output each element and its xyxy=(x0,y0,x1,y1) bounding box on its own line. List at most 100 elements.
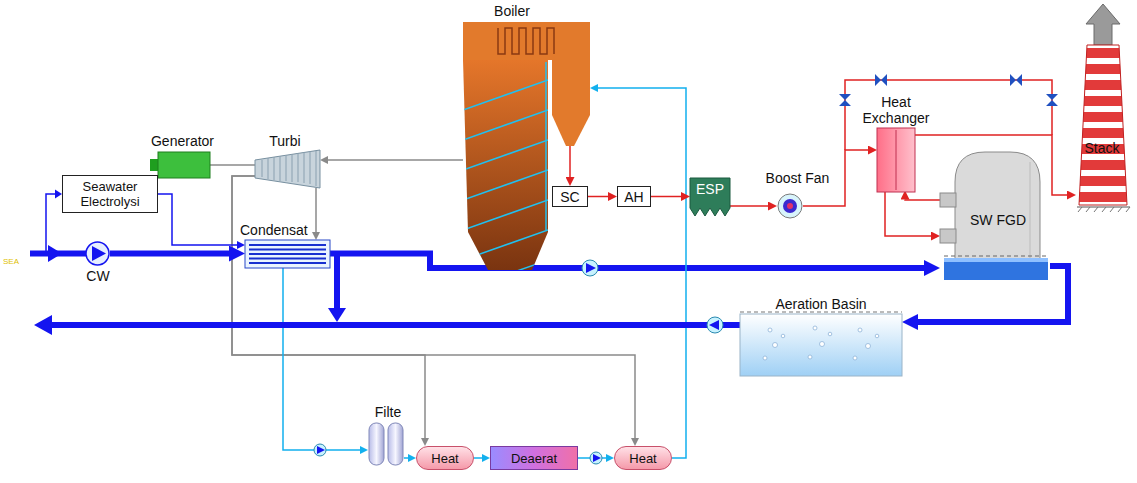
drawing-part xyxy=(1030,162,1031,258)
drawing-part xyxy=(593,454,601,462)
flue-bypass xyxy=(839,74,1058,150)
drawing-part xyxy=(690,178,730,216)
drawing-part xyxy=(255,150,320,188)
flow-line xyxy=(474,457,482,459)
drawing-part xyxy=(328,308,346,322)
flow-line xyxy=(569,146,571,177)
flow-line xyxy=(651,196,681,198)
turbine: Turbi xyxy=(250,133,326,189)
drawing-part xyxy=(262,151,316,186)
drawing-part xyxy=(463,80,548,290)
drawing-part xyxy=(150,159,158,171)
drawing-part xyxy=(773,343,778,348)
node-label: Boost Fan xyxy=(755,170,840,186)
drawing-part xyxy=(820,342,825,347)
drawing-part xyxy=(875,74,887,86)
node-label: Condensat xyxy=(240,222,320,238)
node-label: Aeration Basin xyxy=(740,296,902,312)
drawing-part xyxy=(552,60,590,146)
node-label: AH xyxy=(624,189,643,205)
drawing-part xyxy=(48,245,62,262)
drawing-part xyxy=(463,260,548,290)
pump-outline xyxy=(85,241,110,266)
node-label: CW xyxy=(78,268,118,284)
drawing-part xyxy=(763,326,879,360)
flow-line xyxy=(210,164,255,166)
aeration-basin: Aeration Basin xyxy=(738,294,904,378)
drawing-part xyxy=(787,203,793,209)
drawing-part xyxy=(845,80,1052,150)
absorber: SW FGD xyxy=(940,150,1050,282)
flow-line xyxy=(885,192,931,236)
drawing-part xyxy=(839,94,851,106)
drawing-part xyxy=(1078,207,1130,212)
node-label: SW FGD xyxy=(958,212,1038,228)
heater: Heat xyxy=(416,446,474,470)
drawing-part xyxy=(781,334,785,338)
drawing-part xyxy=(763,356,767,360)
electrolysis-box: Seawater Electrolysi xyxy=(62,175,158,213)
flow-line xyxy=(232,176,425,438)
pump-symbols xyxy=(314,260,723,464)
flow-line xyxy=(598,88,686,458)
drawing-part xyxy=(314,444,326,456)
heater: Heat xyxy=(614,446,672,470)
flow-line xyxy=(588,196,608,198)
flow-line xyxy=(315,188,317,232)
node-label: Boiler xyxy=(472,3,552,19)
flow-line xyxy=(110,251,229,257)
drawing-part xyxy=(940,229,956,243)
node-label: Heat xyxy=(629,451,656,466)
precipitator: ESP xyxy=(690,178,730,218)
condenser: Condensat xyxy=(238,221,334,269)
drawing-part xyxy=(1046,94,1058,106)
node-label: Stack xyxy=(1080,140,1124,156)
node-label: ESP xyxy=(690,181,730,197)
heat-exchanger-outline xyxy=(877,128,915,192)
drawing-part xyxy=(813,326,817,330)
node-label: Seawater Electrolysi xyxy=(67,179,153,209)
drawing-part xyxy=(92,246,106,261)
drawing-part xyxy=(249,245,326,263)
drawing-part xyxy=(369,423,384,465)
drawing-part xyxy=(896,130,897,190)
drawing-part xyxy=(940,193,956,207)
drawing-part xyxy=(388,423,403,465)
flow-line xyxy=(905,199,940,201)
condenser-outline xyxy=(245,240,330,268)
flow-line xyxy=(232,176,635,438)
drawing-part xyxy=(545,62,547,230)
stack-outline xyxy=(1076,2,1132,214)
heat-exchanger: Heat Exchanger xyxy=(852,92,938,194)
drawing-part xyxy=(245,240,330,268)
flow-line xyxy=(404,457,408,459)
drawing-part xyxy=(808,355,812,359)
fan: Boost Fan xyxy=(755,168,840,220)
generator-outline xyxy=(150,152,210,178)
drawing-part xyxy=(86,242,109,265)
drawing-part xyxy=(46,194,56,253)
drawing-part xyxy=(463,60,548,270)
drawing-part xyxy=(955,152,1040,262)
drawing-part xyxy=(944,258,1048,280)
drawing-part xyxy=(1079,45,1127,205)
drawing-part xyxy=(334,256,340,310)
node-label: Generator xyxy=(140,133,225,149)
filter-outline xyxy=(368,422,404,466)
process-box: SC xyxy=(552,186,588,207)
drawing-part xyxy=(498,28,554,54)
flow-line xyxy=(158,194,237,245)
drawing-part xyxy=(783,199,797,213)
pump: CW xyxy=(78,240,118,286)
drawing-part xyxy=(875,334,879,338)
drawing-part xyxy=(463,170,548,200)
drawing-part xyxy=(463,22,590,60)
drawing-part xyxy=(858,328,862,332)
drawing-part xyxy=(50,322,740,328)
drawing-part xyxy=(709,320,719,330)
fan-outline xyxy=(777,193,803,219)
flow-line xyxy=(330,254,924,269)
generator: Generator xyxy=(140,133,230,179)
place-label: SEA xyxy=(3,257,19,266)
